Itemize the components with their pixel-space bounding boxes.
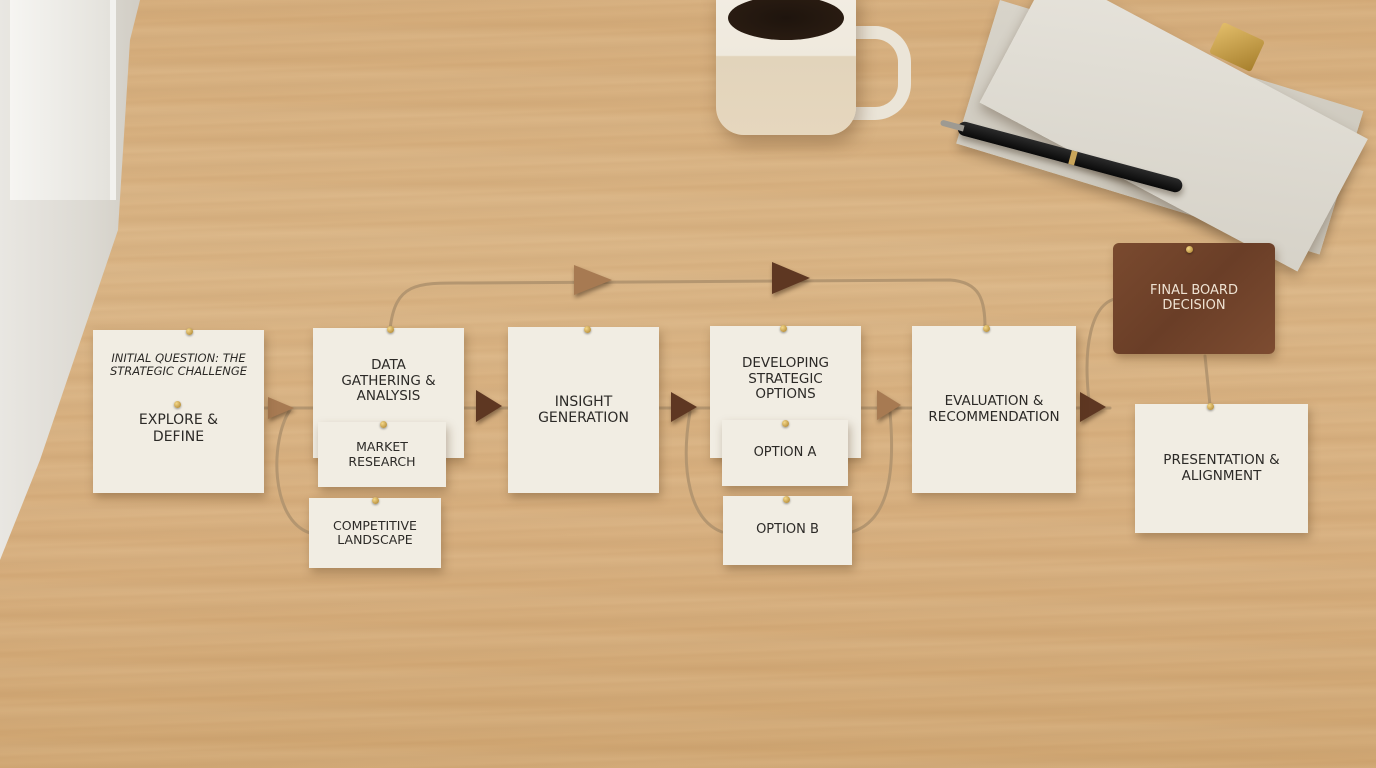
arrow-marker-2 (476, 390, 502, 422)
final-decision-title: FINAL BOARD DECISION (1150, 282, 1238, 313)
arrow-marker-4 (877, 390, 901, 420)
pin-icon (372, 497, 379, 504)
card-evaluation: EVALUATION & RECOMMENDATION (912, 326, 1076, 493)
window-pane (10, 0, 116, 200)
arrow-marker-7 (772, 262, 810, 294)
evaluation-title: EVALUATION & RECOMMENDATION (928, 392, 1060, 425)
explore-heading: INITIAL QUESTION: THE STRATEGIC CHALLENG… (109, 351, 248, 379)
explore-title: EXPLORE & DEFINE (138, 412, 219, 445)
arrow-marker-3 (671, 392, 697, 422)
pin-icon (780, 325, 787, 332)
pin-icon (1186, 246, 1193, 253)
market-research-title: MARKET RESEARCH (348, 439, 416, 469)
card-insight-generation: INSIGHT GENERATION (508, 327, 659, 493)
option-a-title: OPTION A (753, 444, 817, 460)
card-final-board-decision: FINAL BOARD DECISION (1113, 243, 1275, 354)
coffee-surface (728, 0, 844, 40)
option-b-title: OPTION B (756, 522, 819, 538)
pin-icon (186, 328, 193, 335)
data-gathering-title: DATA GATHERING & ANALYSIS (341, 357, 436, 405)
pin-icon (584, 326, 591, 333)
pin-icon (387, 326, 394, 333)
developing-options-title: DEVELOPING STRATEGIC OPTIONS (741, 355, 830, 403)
arrow-marker-6 (574, 265, 612, 295)
card-explore-define: INITIAL QUESTION: THE STRATEGIC CHALLENG… (93, 330, 264, 493)
insight-generation-title: INSIGHT GENERATION (538, 393, 629, 426)
arrow-marker-5 (1080, 392, 1106, 422)
pin-icon (782, 420, 789, 427)
pin-icon (174, 401, 181, 408)
pin-icon (380, 421, 387, 428)
pin-icon (983, 325, 990, 332)
card-option-b: OPTION B (723, 496, 852, 565)
card-option-a: OPTION A (722, 420, 848, 486)
competitive-landscape-title: COMPETITIVE LANDSCAPE (333, 517, 417, 547)
presentation-title: PRESENTATION & ALIGNMENT (1163, 451, 1280, 484)
pin-icon (1207, 403, 1214, 410)
pin-icon (783, 496, 790, 503)
arrow-marker-1 (268, 397, 294, 419)
card-competitive-landscape: COMPETITIVE LANDSCAPE (309, 498, 441, 568)
card-presentation: PRESENTATION & ALIGNMENT (1135, 404, 1308, 533)
card-market-research: MARKET RESEARCH (318, 422, 446, 487)
